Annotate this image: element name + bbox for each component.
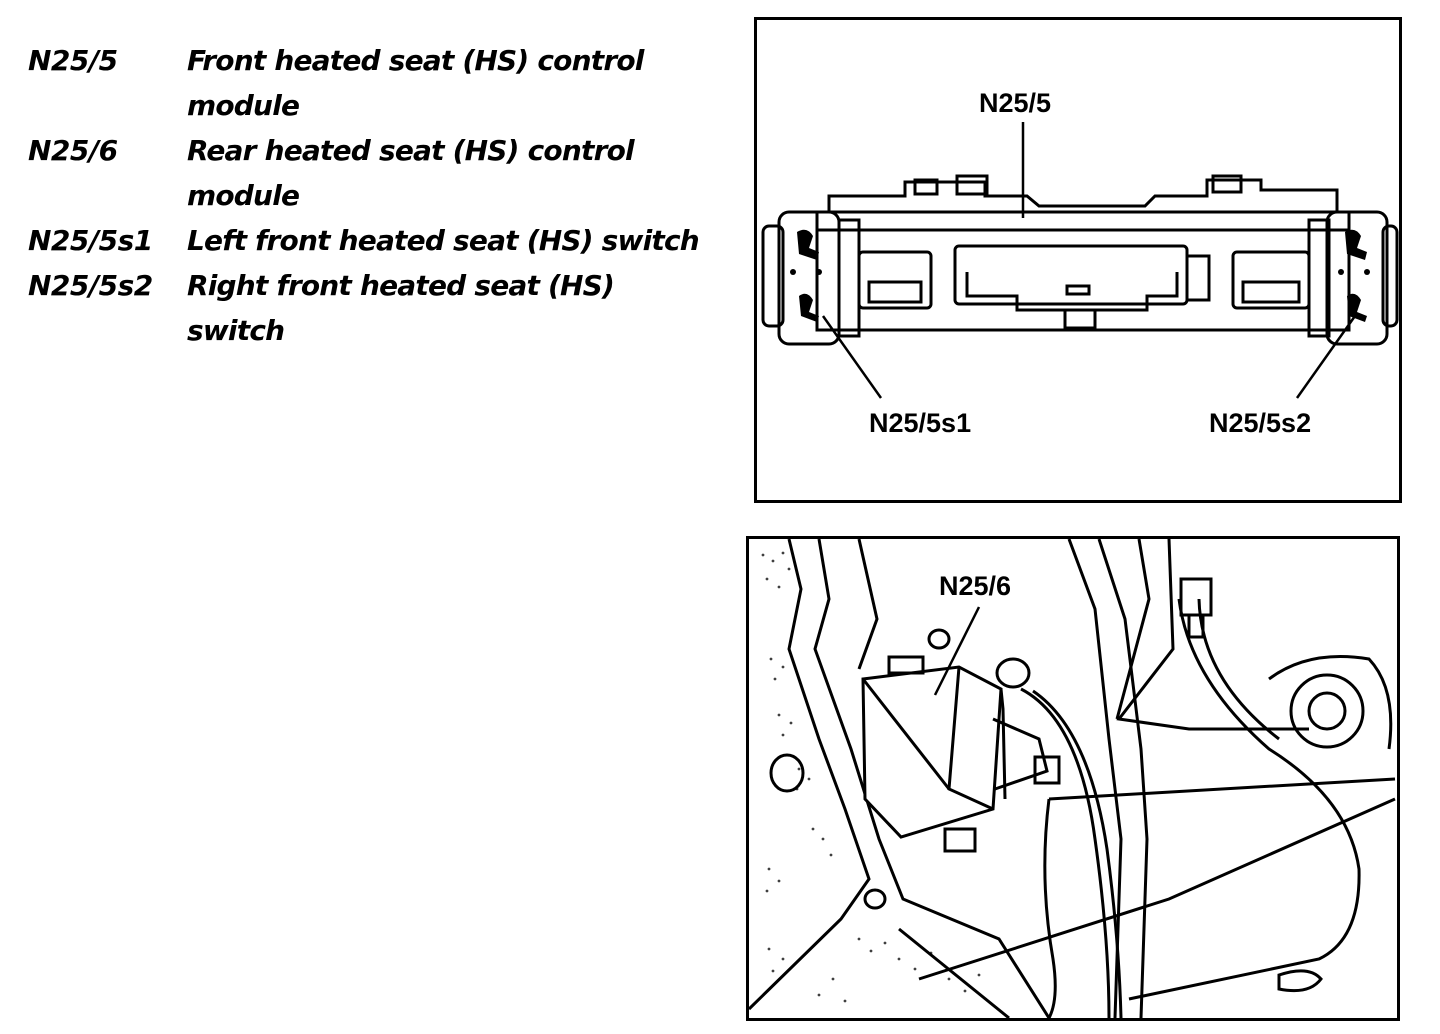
module-connector [992,717,1049,791]
rear-control-module [861,665,1003,839]
body-hole [769,753,805,793]
legend-row: N25/6 Rear heated seat (HS) control modu… [28,128,718,218]
wire-harness [1020,687,1111,1018]
seat-heat-icon [1347,293,1367,322]
mounting-bracket [943,827,977,853]
body-hole [863,888,887,910]
label-n25-5s1: N25/5s1 [869,408,971,438]
legend-code: N25/5 [28,44,118,77]
legend-description: Left front heated seat (HS) switch [187,224,700,257]
module-tab [913,178,939,196]
rear-module-drawing: N25/6 [749,539,1396,1018]
seat-heat-icon [1345,229,1367,260]
legend-row: N25/5 Front heated seat (HS) control mod… [28,38,718,128]
stipple-texture [761,551,981,1003]
leader-line [933,606,981,696]
legend-code: N25/5s1 [28,224,153,257]
legend-row: N25/5s2 Right front heated seat (HS) swi… [28,263,718,353]
module-tab [1211,174,1243,194]
grommet [1289,673,1365,749]
label-n25-5s2: N25/5s2 [1209,408,1311,438]
front-module-drawing: N25/5 N25/5s1 N25/5s2 [761,88,1399,438]
body-hole [995,657,1031,689]
component-legend: N25/5 Front heated seat (HS) control mod… [28,38,718,353]
leader-line [1295,315,1357,399]
body-hole [927,628,951,650]
seat-heat-icon [797,229,819,260]
legend-code: N25/5s2 [28,269,153,302]
module-tab [955,174,989,196]
module-housing-top [827,178,1339,212]
legend-row: N25/5s1 Left front heated seat (HS) swit… [28,218,718,263]
legend-description: Front heated seat (HS) control module [187,44,644,122]
legend-description: Right front heated seat (HS) switch [187,269,615,347]
label-n25-6: N25/6 [939,571,1011,601]
leader-line [821,315,883,399]
legend-code: N25/6 [28,134,118,167]
wiring-channel [1067,539,1123,1018]
plug-connector [1179,577,1213,617]
front-module-figure: N25/5 N25/5s1 N25/5s2 [754,17,1402,503]
label-n25-5: N25/5 [979,88,1051,118]
right-switch-body [1325,210,1389,346]
connector-small [1185,254,1211,302]
legend-description: Rear heated seat (HS) control module [187,134,635,212]
rear-module-figure: N25/6 [746,536,1400,1021]
seat-heat-icon [799,293,819,322]
plug-connector [1277,969,1323,993]
panel-contour [749,539,871,1011]
